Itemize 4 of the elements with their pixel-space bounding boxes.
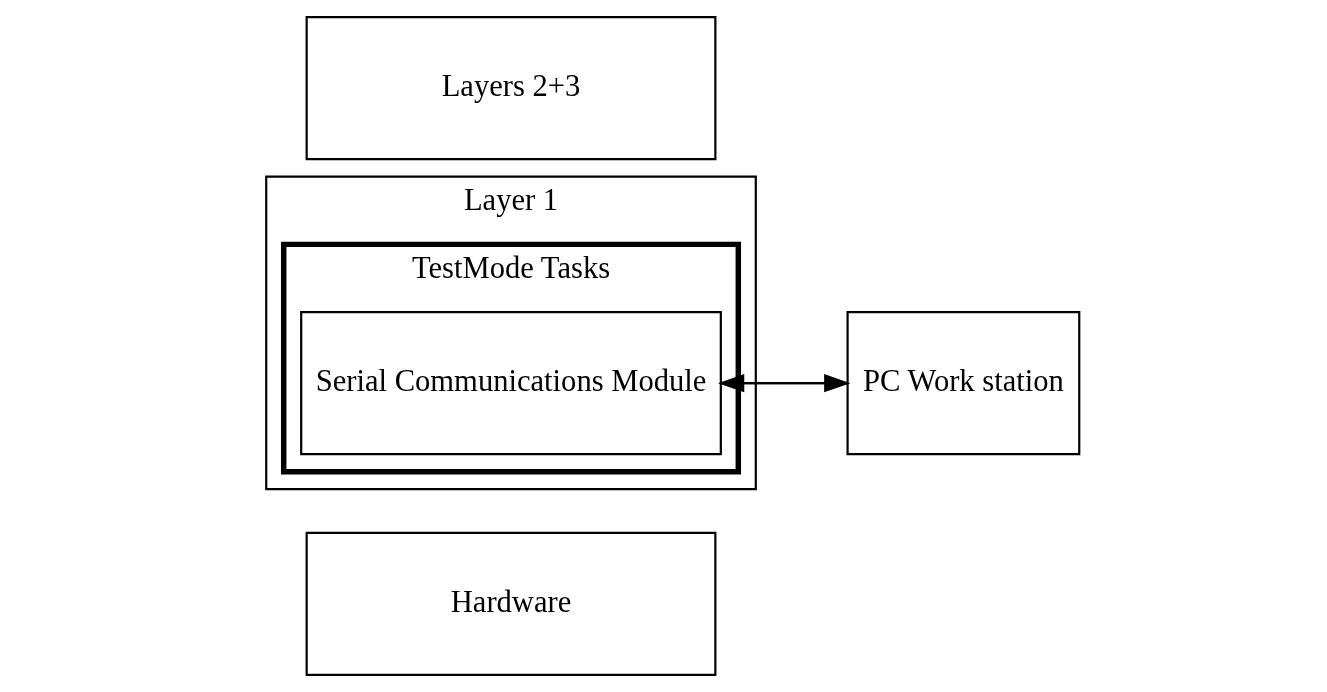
node-box: Serial Communications Module <box>299 311 722 456</box>
node-box: Hardware <box>305 531 716 677</box>
node-box: Layers 2+3 <box>305 15 716 161</box>
node-box: PC Work station <box>846 311 1080 456</box>
